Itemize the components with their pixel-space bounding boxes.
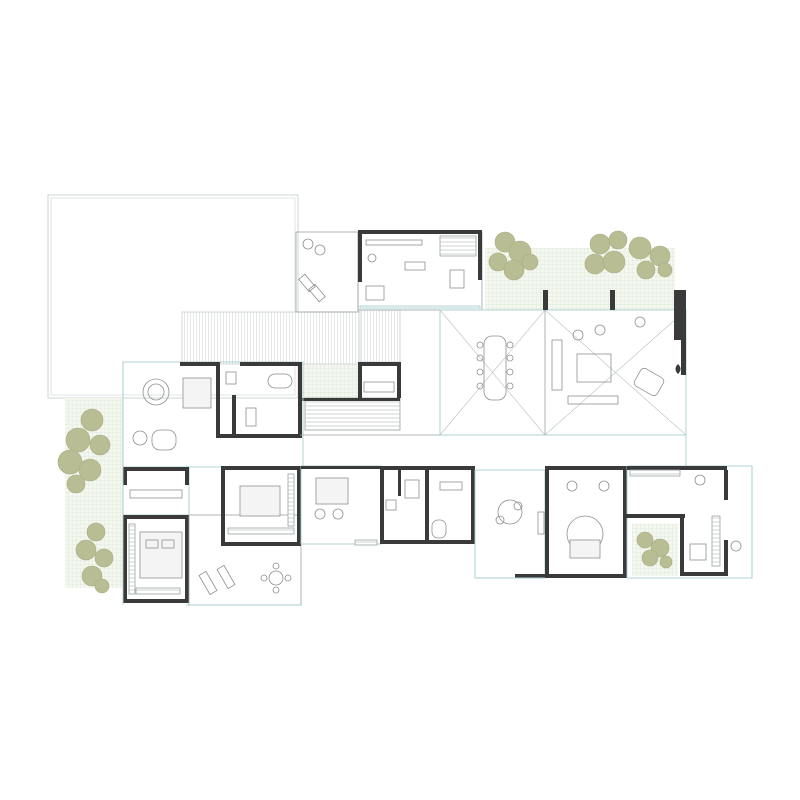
- garage-canopy: [47, 194, 299, 399]
- bedroom-left: [122, 466, 190, 603]
- shrub-cluster-top-right: [584, 230, 673, 280]
- shrub-cluster-courtyard: [636, 531, 673, 569]
- study-room: [545, 466, 627, 578]
- bedroom-2: [221, 466, 301, 546]
- master-suite: [122, 361, 304, 468]
- dining-chairs: [476, 341, 514, 390]
- shrub-cluster-left-lower: [75, 522, 114, 594]
- living-pavilion: [439, 290, 687, 436]
- timber-decks: [181, 309, 401, 365]
- shrub-cluster-top: [488, 231, 539, 281]
- gym-room: [357, 230, 483, 311]
- fireplace-flame-icon: [675, 364, 681, 374]
- family-lounge: [474, 469, 546, 579]
- site-outline: [122, 362, 753, 606]
- upper-terrace: [295, 231, 359, 313]
- bedroom-3: [300, 465, 382, 546]
- shrub-cluster-left-upper: [57, 408, 111, 494]
- core-stair-bath: [300, 362, 401, 431]
- bathrooms-central: [380, 466, 475, 544]
